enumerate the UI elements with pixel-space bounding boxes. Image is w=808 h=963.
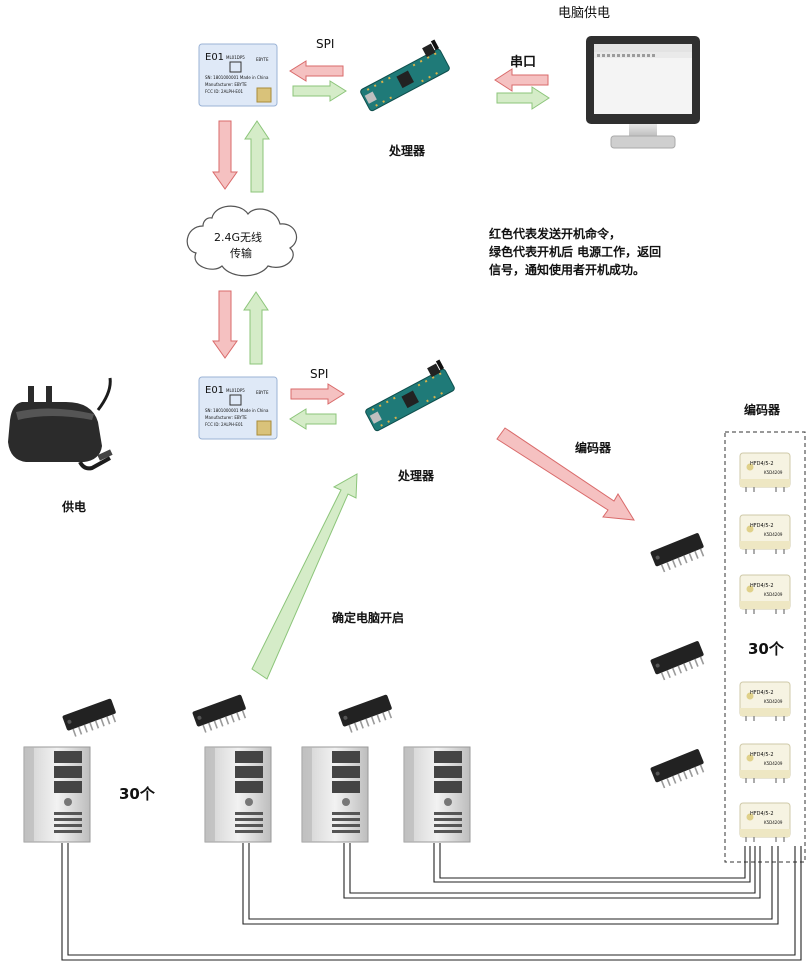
pc-chip-2	[191, 693, 250, 736]
module-brand-top: EBYTE	[256, 57, 269, 62]
processor-board-bottom	[359, 358, 456, 433]
power-adapter	[8, 377, 113, 471]
relay-5: HFD4/5-2 K5D4209	[739, 743, 791, 784]
spi-arrows-bottom	[289, 383, 345, 430]
legend-line2: 绿色代表开机后 电源工作，返回	[489, 244, 661, 259]
processor-label-bottom: 处理器	[397, 468, 435, 483]
pc-tower-3	[301, 746, 369, 843]
svg-text:HFD4/5-2: HFD4/5-2	[750, 811, 774, 817]
svg-text:HFD4/5-2: HFD4/5-2	[750, 752, 774, 758]
pc-power-label: 电脑供电	[558, 6, 610, 21]
svg-text:K5D4209: K5D4209	[764, 761, 783, 766]
svg-text:HFD4/5-2: HFD4/5-2	[750, 461, 774, 467]
wireless-label-line2: 传输	[230, 246, 252, 260]
svg-text:K5D4209: K5D4209	[764, 820, 783, 825]
module-brand-bottom: EBYTE	[256, 390, 269, 395]
svg-text:HFD4/5-2: HFD4/5-2	[750, 583, 774, 589]
vertical-arrows-lower	[212, 290, 269, 365]
spi-arrows-top	[289, 60, 347, 102]
legend-line3: 信号，通知使用者开机成功。	[489, 262, 645, 277]
serial-arrows	[494, 68, 550, 110]
color-legend: 红色代表发送开机命令， 绿色代表开机后 电源工作，返回 信号，通知使用者开机成功…	[489, 226, 661, 277]
vertical-arrows-upper	[212, 120, 270, 193]
wiring	[61, 843, 802, 961]
confirm-arrow	[251, 473, 358, 680]
encoder-panel	[724, 431, 806, 863]
pc-chip-1	[61, 697, 120, 740]
encoder-chip-1	[649, 531, 709, 576]
count-right-label: 30个	[748, 640, 785, 658]
module-fcc-bottom: FCC ID: 2ALPH-E01	[205, 422, 243, 427]
serial-label: 串口	[510, 54, 536, 70]
power-supply-label: 供电	[61, 499, 86, 514]
pc-chip-3	[337, 693, 396, 736]
pc-monitor	[586, 36, 700, 149]
legend-line1: 红色代表发送开机命令，	[489, 226, 621, 241]
count-left-label: 30个	[119, 785, 156, 803]
wireless-label-line1: 2.4G无线	[214, 230, 262, 244]
svg-text:K5D4209: K5D4209	[764, 470, 783, 475]
svg-text:K5D4209: K5D4209	[764, 699, 783, 704]
relay-2: HFD4/5-2 K5D4209	[739, 514, 791, 555]
encoder-chip-3	[649, 747, 709, 792]
module-fcc-top: FCC ID: 2ALPH-E01	[205, 89, 243, 94]
svg-text:HFD4/5-2: HFD4/5-2	[750, 690, 774, 696]
encoder-chip-2	[649, 639, 709, 684]
spi-label-bottom: SPI	[310, 367, 328, 381]
pc-tower-2	[204, 746, 272, 843]
confirm-label: 确定电脑开启	[332, 610, 404, 625]
wireless-cloud: 2.4G无线 传输	[186, 205, 298, 277]
relay-1: HFD4/5-2 K5D4209	[739, 452, 791, 493]
svg-text:HFD4/5-2: HFD4/5-2	[750, 523, 774, 529]
module-sn-top: SN: 1801000001 Made in China	[205, 75, 269, 80]
processor-label-top: 处理器	[388, 143, 426, 158]
wireless-module-bottom: E01 ML01DP5 SN: 1801000001 Made in China…	[198, 376, 278, 440]
relay-6: HFD4/5-2 K5D4209	[739, 802, 791, 843]
module-name-bottom: E01	[205, 385, 224, 396]
module-sub-top: ML01DP5	[226, 55, 245, 60]
wireless-module-top: E01 ML01DP5 SN: 1801000001 Made in China…	[198, 43, 278, 107]
processor-board-top	[354, 38, 451, 113]
module-maker-top: Manufacturer: EBYTE	[205, 82, 247, 87]
pc-tower-1	[23, 746, 91, 843]
module-sub-bottom: ML01DP5	[226, 388, 245, 393]
relay-4: HFD4/5-2 K5D4209	[739, 681, 791, 722]
encoder-arrow-label: 编码器	[574, 440, 612, 455]
svg-text:K5D4209: K5D4209	[764, 532, 783, 537]
encoder-panel-label: 编码器	[743, 402, 781, 417]
relay-3: HFD4/5-2 K5D4209	[739, 574, 791, 615]
spi-label-top: SPI	[316, 37, 334, 51]
module-maker-bottom: Manufacturer: EBYTE	[205, 415, 247, 420]
module-name-top: E01	[205, 52, 224, 63]
module-sn-bottom: SN: 1801000001 Made in China	[205, 408, 269, 413]
pc-tower-4	[403, 746, 471, 843]
encoder-arrow	[496, 427, 635, 521]
svg-text:K5D4209: K5D4209	[764, 592, 783, 597]
